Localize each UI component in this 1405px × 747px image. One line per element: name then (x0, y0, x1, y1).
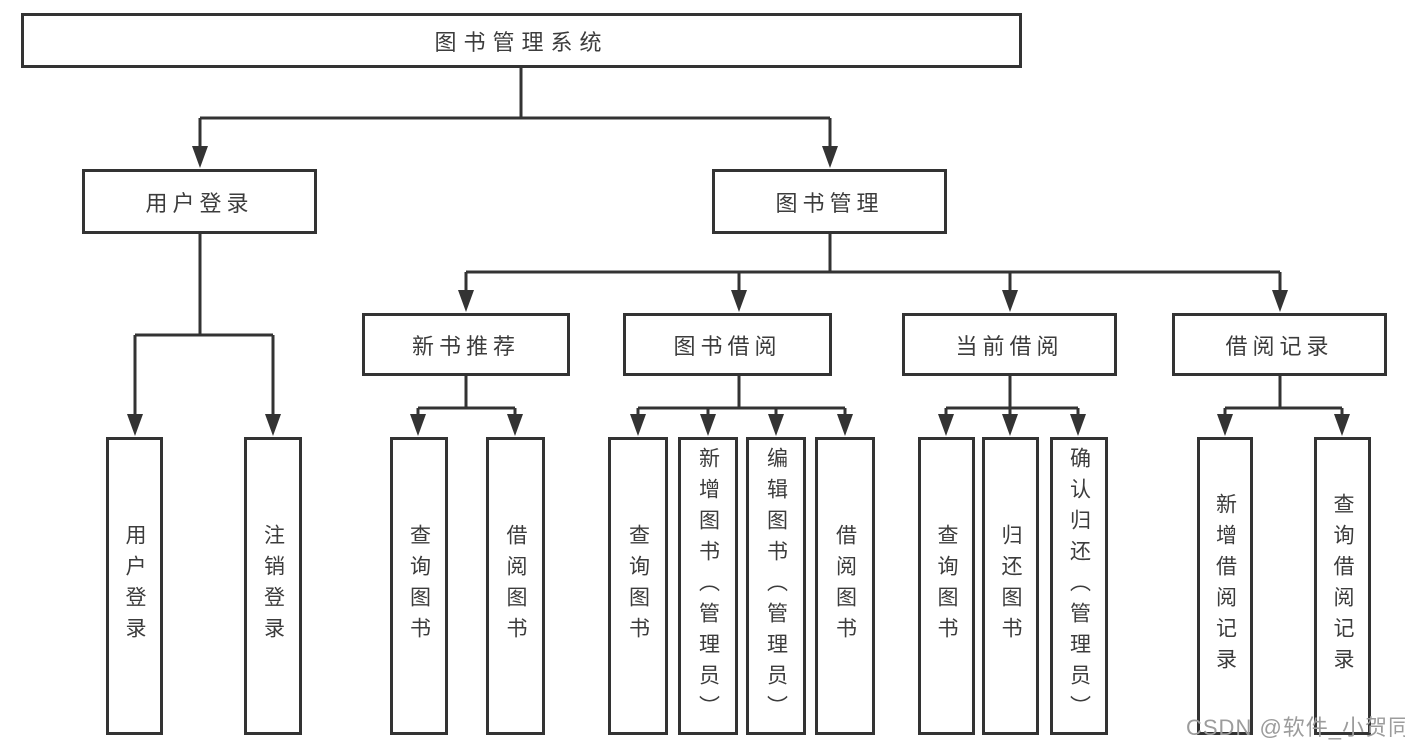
node-new-book-recommend: 新书推荐 (362, 313, 570, 376)
node-book-borrow: 图书借阅 (623, 313, 832, 376)
leaf-query-books-3-label: 查询图书 (935, 524, 958, 648)
node-user-login-label: 用户登录 (145, 190, 254, 216)
leaf-confirm-return-admin-label: 确认归还（管理员） (1067, 446, 1091, 726)
node-book-management-label: 图书管理 (775, 190, 884, 216)
leaf-borrow-books-2-label: 借阅图书 (833, 524, 857, 648)
leaf-query-borrow-record-label: 查询借阅记录 (1331, 493, 1354, 679)
leaf-logout: 注销登录 (244, 437, 302, 735)
leaf-edit-books-admin-label: 编辑图书（管理员） (764, 446, 788, 726)
leaf-logout-label: 注销登录 (261, 524, 285, 648)
leaf-add-borrow-record: 新增借阅记录 (1197, 437, 1253, 735)
leaf-user-login-label: 用户登录 (123, 524, 146, 648)
node-system-root: 图书管理系统 (21, 13, 1022, 68)
leaf-add-books-admin: 新增图书（管理员） (678, 437, 738, 735)
watermark-text: CSDN @软件_小贺同学 (1186, 715, 1405, 740)
leaf-query-books-1: 查询图书 (390, 437, 448, 735)
leaf-return-books-label: 归还图书 (999, 524, 1022, 648)
leaf-borrow-books-2: 借阅图书 (815, 437, 875, 735)
node-user-login: 用户登录 (82, 169, 317, 234)
leaf-query-books-1-label: 查询图书 (407, 524, 431, 648)
leaf-edit-books-admin: 编辑图书（管理员） (746, 437, 806, 735)
node-borrow-records: 借阅记录 (1172, 313, 1387, 376)
leaf-return-books: 归还图书 (982, 437, 1039, 735)
node-current-borrow-label: 当前借阅 (955, 333, 1064, 359)
node-borrow-records-label: 借阅记录 (1225, 333, 1334, 359)
node-new-book-recommend-label: 新书推荐 (411, 333, 520, 359)
leaf-add-books-admin-label: 新增图书（管理员） (696, 446, 720, 726)
leaf-query-borrow-record: 查询借阅记录 (1314, 437, 1371, 735)
leaf-user-login: 用户登录 (106, 437, 163, 735)
node-current-borrow: 当前借阅 (902, 313, 1117, 376)
leaf-query-books-2-label: 查询图书 (626, 524, 650, 648)
node-book-borrow-label: 图书借阅 (673, 333, 782, 359)
leaf-query-books-3: 查询图书 (918, 437, 975, 735)
node-system-root-label: 图书管理系统 (434, 29, 609, 55)
node-book-management: 图书管理 (712, 169, 947, 234)
leaf-confirm-return-admin: 确认归还（管理员） (1050, 437, 1108, 735)
leaf-borrow-books-1-label: 借阅图书 (504, 524, 527, 648)
leaf-add-borrow-record-label: 新增借阅记录 (1213, 493, 1237, 679)
leaf-borrow-books-1: 借阅图书 (486, 437, 545, 735)
leaf-query-books-2: 查询图书 (608, 437, 668, 735)
